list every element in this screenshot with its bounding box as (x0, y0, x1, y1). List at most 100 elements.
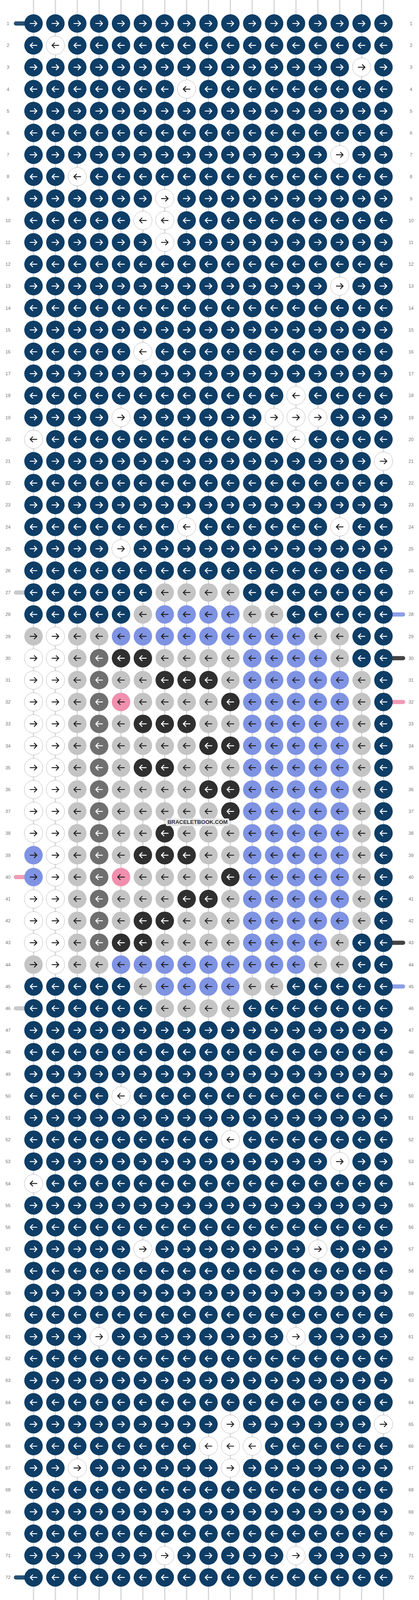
knot (24, 167, 43, 186)
knot (352, 757, 371, 777)
knot (221, 385, 240, 405)
knot (352, 36, 371, 55)
knot (330, 408, 350, 427)
knot (264, 713, 284, 733)
knot (90, 736, 109, 755)
knot (221, 36, 240, 55)
knot (374, 648, 393, 668)
knot (46, 36, 65, 55)
knot (264, 320, 284, 339)
knot (111, 232, 131, 252)
knot (67, 561, 87, 580)
knot (177, 145, 196, 164)
knot (243, 57, 262, 77)
knot (221, 845, 240, 864)
knot (264, 473, 284, 492)
knot (243, 364, 262, 383)
knot (67, 692, 87, 711)
knot (177, 276, 196, 295)
knot (352, 670, 371, 689)
knot (330, 713, 350, 733)
knot (24, 123, 43, 143)
knot (90, 385, 109, 405)
knot (199, 582, 218, 602)
knot (67, 429, 87, 449)
knot (330, 211, 350, 230)
knot (221, 167, 240, 186)
knot (46, 779, 65, 799)
knot (243, 429, 262, 449)
knot (352, 582, 371, 602)
knot (286, 801, 306, 820)
knot (330, 36, 350, 55)
knot (243, 189, 262, 208)
knot (286, 167, 306, 186)
knot (177, 232, 196, 252)
knot (221, 342, 240, 361)
knot (24, 517, 43, 536)
knot (330, 342, 350, 361)
knot (155, 408, 174, 427)
knot (111, 517, 131, 536)
knot (330, 473, 350, 492)
knot (199, 736, 218, 755)
knot (111, 429, 131, 449)
knot (46, 101, 65, 121)
knot (155, 36, 174, 55)
knot (330, 757, 350, 777)
knot (286, 517, 306, 536)
knot (67, 211, 87, 230)
knot (90, 473, 109, 492)
knot (90, 779, 109, 799)
knot (111, 385, 131, 405)
knot (308, 845, 328, 864)
knot (46, 670, 65, 689)
knot (46, 582, 65, 602)
knot (352, 254, 371, 274)
knot (133, 189, 153, 208)
knot (155, 429, 174, 449)
knot (133, 561, 153, 580)
knot (67, 342, 87, 361)
knot (67, 232, 87, 252)
knot (46, 713, 65, 733)
knot (308, 823, 328, 842)
knot (177, 408, 196, 427)
knot (308, 713, 328, 733)
knot (133, 495, 153, 514)
knot (199, 473, 218, 492)
knot (177, 189, 196, 208)
knot (155, 823, 174, 842)
knot (221, 757, 240, 777)
knot (199, 80, 218, 99)
knot (330, 801, 350, 820)
knot (243, 167, 262, 186)
knot (308, 57, 328, 77)
knot (352, 495, 371, 514)
knot (133, 626, 153, 646)
knot (24, 429, 43, 449)
knot (221, 495, 240, 514)
knot (111, 692, 131, 711)
knot (24, 211, 43, 230)
knot (199, 692, 218, 711)
knot (352, 57, 371, 77)
knot (111, 451, 131, 471)
knot (374, 276, 393, 295)
knot (111, 80, 131, 99)
knot (133, 276, 153, 295)
knot (111, 801, 131, 820)
knot (374, 429, 393, 449)
knot (330, 80, 350, 99)
knot (221, 408, 240, 427)
knot (308, 320, 328, 339)
knot (24, 14, 43, 33)
knot (352, 692, 371, 711)
knot (111, 408, 131, 427)
knot (352, 145, 371, 164)
knot (111, 713, 131, 733)
knot (46, 626, 65, 646)
knot (374, 80, 393, 99)
knot (111, 320, 131, 339)
knot (243, 385, 262, 405)
